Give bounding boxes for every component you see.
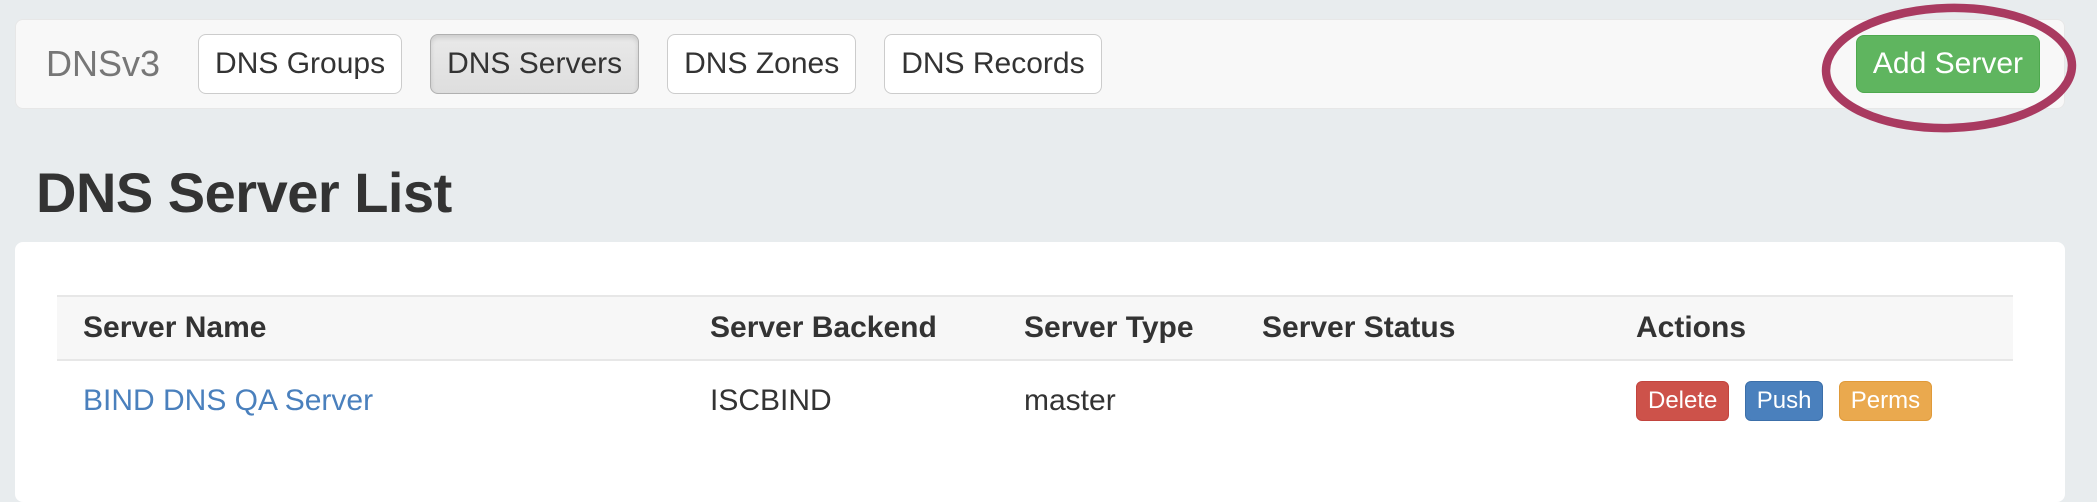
server-table: Server Name Server Backend Server Type S… [57,295,2013,441]
tab-dns-groups[interactable]: DNS Groups [198,34,403,94]
table-row: BIND DNS QA Server ISCBIND master Delete… [57,360,2013,441]
column-header-server-type: Server Type [998,295,1236,361]
column-header-server-backend: Server Backend [684,295,998,361]
page-title: DNS Server List [36,161,452,224]
cell-server-backend: ISCBIND [710,384,832,417]
tab-dns-servers[interactable]: DNS Servers [430,34,640,94]
cell-server-type: master [1024,384,1116,417]
column-header-actions: Actions [1610,295,2013,361]
cell-server-status [1236,360,1610,441]
tab-dns-records[interactable]: DNS Records [884,34,1102,94]
push-button[interactable]: Push [1744,381,1824,421]
server-name-link[interactable]: BIND DNS QA Server [83,384,374,417]
perms-button[interactable]: Perms [1838,381,1933,421]
cell-server-name: BIND DNS QA Server [57,360,684,441]
table-header-row: Server Name Server Backend Server Type S… [57,295,2013,361]
add-server-button[interactable]: Add Server [1855,35,2040,93]
column-header-server-name: Server Name [57,295,684,361]
cell-actions: Delete Push Perms [1610,360,2013,441]
server-list-card: Server Name Server Backend Server Type S… [15,242,2065,502]
app-brand: DNSv3 [46,43,161,84]
delete-button[interactable]: Delete [1636,381,1730,421]
column-header-server-status: Server Status [1236,295,1610,361]
tab-dns-zones[interactable]: DNS Zones [667,34,857,94]
navbar: DNSv3 DNS Groups DNS Servers DNS Zones D… [15,19,2065,109]
